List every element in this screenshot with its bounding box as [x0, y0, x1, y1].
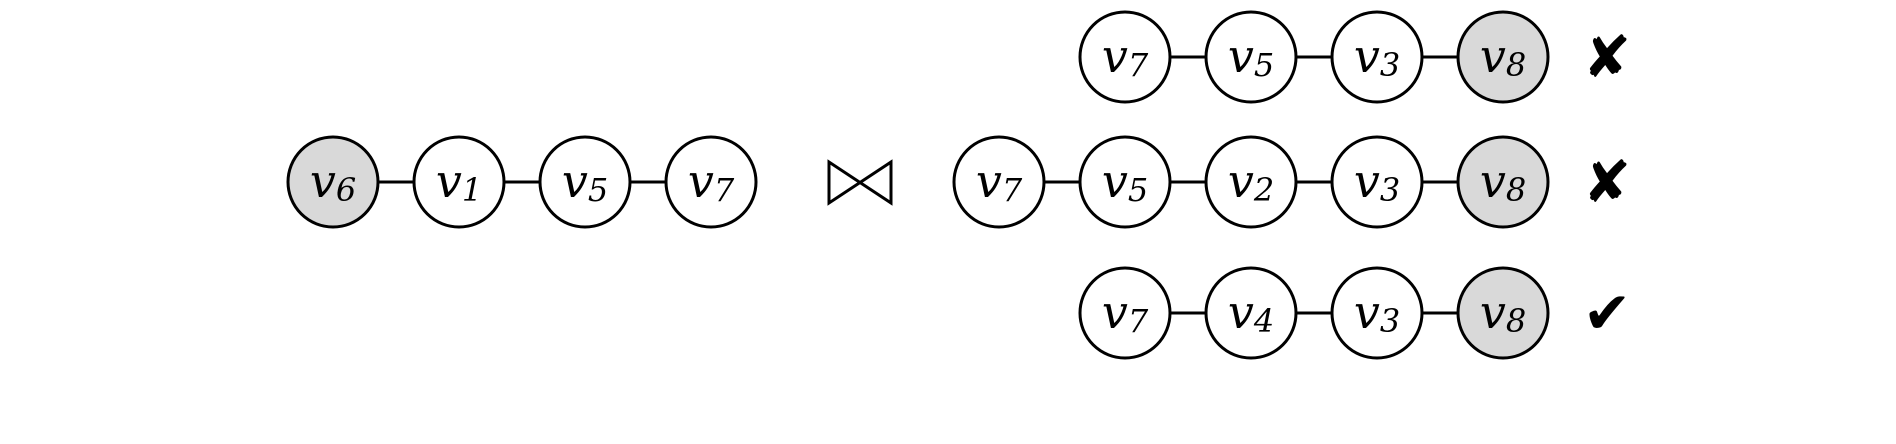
node-label: v5: [1228, 29, 1274, 84]
left-path-node: v5: [538, 135, 632, 229]
node-label-base: v: [1354, 154, 1380, 208]
node-label-subscript: 7: [1128, 302, 1149, 340]
node-label-base: v: [1480, 154, 1506, 208]
node-label-base: v: [976, 154, 1002, 208]
node-label: v4: [1228, 285, 1274, 340]
right-path-node: v2: [1204, 135, 1298, 229]
endpoint-node-circle: [1456, 10, 1550, 104]
node-label-subscript: 7: [1128, 46, 1149, 84]
right-path-node: v8: [1456, 10, 1550, 104]
node-label-subscript: 5: [1254, 46, 1274, 84]
right-path-node: v3: [1330, 266, 1424, 360]
right-path-node: v3: [1330, 135, 1424, 229]
endpoint-node-circle: [286, 135, 380, 229]
node-label-subscript: 2: [1253, 171, 1274, 209]
node-label-subscript: 8: [1506, 171, 1526, 209]
node-label-subscript: 8: [1506, 46, 1526, 84]
left-path-node: v7: [664, 135, 758, 229]
node-circle: [664, 135, 758, 229]
node-label-subscript: 1: [462, 171, 482, 209]
node-label-base: v: [1102, 29, 1128, 83]
node-label-base: v: [1102, 285, 1128, 339]
node-label-subscript: 6: [336, 171, 356, 209]
node-circle: [1330, 10, 1424, 104]
node-label-base: v: [1102, 154, 1128, 208]
right-path-node: v8: [1456, 266, 1550, 360]
right-path-node: v7: [1078, 10, 1172, 104]
right-path-node: v4: [1204, 266, 1298, 360]
node-circle: [1204, 135, 1298, 229]
node-label: v8: [1480, 154, 1526, 209]
node-label-subscript: 4: [1253, 302, 1274, 340]
node-label: v3: [1354, 154, 1400, 209]
node-label-base: v: [1228, 285, 1254, 339]
node-label-subscript: 7: [714, 171, 735, 209]
node-circle: [538, 135, 632, 229]
node-label-subscript: 3: [1380, 302, 1400, 340]
right-path-node: v7: [1078, 266, 1172, 360]
node-label: v5: [1102, 154, 1148, 209]
node-circle: [1204, 266, 1298, 360]
node-label-base: v: [1354, 29, 1380, 83]
node-circle: [1078, 266, 1172, 360]
right-path-node: v3: [1330, 10, 1424, 104]
node-label: v2: [1228, 154, 1274, 209]
right-path-node: v5: [1204, 10, 1298, 104]
left-path-node: v6: [286, 135, 380, 229]
node-circle: [1204, 10, 1298, 104]
node-label: v6: [310, 154, 356, 209]
cross-mark-icon: ✘: [1583, 23, 1632, 91]
left-path-node: v1: [412, 135, 506, 229]
node-label: v7: [976, 154, 1023, 209]
node-label-base: v: [688, 154, 714, 208]
endpoint-node-circle: [1456, 135, 1550, 229]
join-bowtie-icon: [827, 159, 893, 206]
node-circle: [1078, 135, 1172, 229]
node-circle: [952, 135, 1046, 229]
node-label-subscript: 3: [1380, 46, 1400, 84]
right-path-node: v5: [1078, 135, 1172, 229]
node-label: v1: [436, 154, 482, 209]
node-label: v5: [562, 154, 608, 209]
node-circle: [1330, 266, 1424, 360]
right-path-node: v8: [1456, 135, 1550, 229]
node-label: v3: [1354, 29, 1400, 84]
node-label: v3: [1354, 285, 1400, 340]
endpoint-node-circle: [1456, 266, 1550, 360]
node-label-base: v: [1480, 285, 1506, 339]
right-path-node: v7: [952, 135, 1046, 229]
node-circle: [412, 135, 506, 229]
node-label-base: v: [1480, 29, 1506, 83]
node-circle: [1330, 135, 1424, 229]
node-label: v8: [1480, 29, 1526, 84]
node-label: v7: [688, 154, 735, 209]
node-label-subscript: 5: [1128, 171, 1148, 209]
node-label-base: v: [310, 154, 336, 208]
check-mark-icon: ✔: [1583, 279, 1632, 347]
node-label-base: v: [1228, 29, 1254, 83]
node-label-subscript: 8: [1506, 302, 1526, 340]
node-label-subscript: 7: [1002, 171, 1023, 209]
node-label-base: v: [562, 154, 588, 208]
node-label: v7: [1102, 285, 1149, 340]
node-label: v8: [1480, 285, 1526, 340]
node-label-base: v: [436, 154, 462, 208]
node-label-base: v: [1354, 285, 1380, 339]
node-label-subscript: 5: [588, 171, 608, 209]
node-label: v7: [1102, 29, 1149, 84]
node-circle: [1078, 10, 1172, 104]
node-label-base: v: [1228, 154, 1254, 208]
node-label-subscript: 3: [1380, 171, 1400, 209]
cross-mark-icon: ✘: [1583, 148, 1632, 216]
